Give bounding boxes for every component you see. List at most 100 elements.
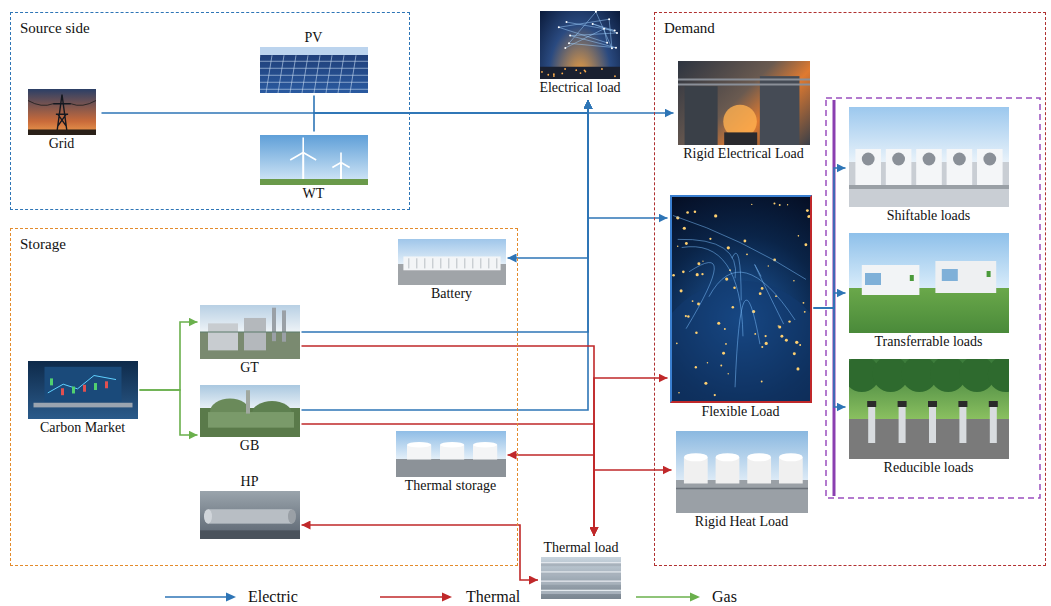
legend-label: Electric xyxy=(248,588,298,606)
component-label: WT xyxy=(303,186,325,202)
illustration xyxy=(849,233,1009,333)
group-region: Source sidePV GridWT xyxy=(10,12,410,210)
component-node: Thermal storage xyxy=(394,428,508,498)
component-node: HP xyxy=(198,470,302,542)
illustration xyxy=(541,557,621,599)
component-node: Flexible Load xyxy=(668,192,814,424)
component-label: GT xyxy=(240,360,259,376)
electric-connector xyxy=(314,100,588,132)
component-node: Thermal load xyxy=(538,536,624,602)
component-label: Thermal load xyxy=(543,540,618,556)
component-label: Grid xyxy=(49,136,75,152)
component-picture xyxy=(200,385,300,437)
electric-connector xyxy=(314,96,588,114)
component-label: Carbon Market xyxy=(40,420,125,436)
component-label: Battery xyxy=(431,286,472,302)
region-heading: Storage xyxy=(20,235,66,253)
component-picture xyxy=(849,107,1009,207)
thermal-connector xyxy=(594,378,668,536)
component-picture xyxy=(676,431,808,513)
illustration xyxy=(28,361,138,419)
gas-connector xyxy=(140,322,198,390)
component-picture xyxy=(200,305,300,359)
component-node: Electrical load xyxy=(530,8,630,100)
component-picture xyxy=(398,239,506,285)
illustration xyxy=(398,239,506,285)
component-node: GB xyxy=(198,382,302,458)
component-picture xyxy=(540,11,620,79)
illustration xyxy=(849,359,1009,459)
illustration xyxy=(672,197,810,401)
component-label: GB xyxy=(240,438,259,454)
component-label: Electrical load xyxy=(539,80,620,96)
illustration xyxy=(28,89,96,135)
component-picture xyxy=(541,557,621,599)
component-node: PV xyxy=(256,26,372,96)
legend-electric-head xyxy=(226,593,236,602)
component-node: WT xyxy=(256,132,372,206)
electric-connector xyxy=(102,100,589,113)
illustration xyxy=(260,135,368,185)
electric-connector xyxy=(588,100,674,113)
component-label: Reducible loads xyxy=(884,460,974,476)
component-label: Transferrable loads xyxy=(875,334,983,350)
component-label: Shiftable loads xyxy=(887,208,971,224)
thermal-connector xyxy=(508,455,595,536)
illustration xyxy=(396,431,506,477)
thermal-connector xyxy=(302,525,539,580)
illustration xyxy=(200,305,300,359)
legend-label: Thermal xyxy=(466,588,520,606)
illustration xyxy=(260,47,368,93)
region-heading: Source side xyxy=(20,19,90,37)
illustration xyxy=(200,385,300,437)
component-node: Rigid Heat Load xyxy=(672,428,812,534)
component-picture xyxy=(200,491,300,539)
illustration xyxy=(678,61,810,145)
component-picture xyxy=(260,47,368,93)
thermal-connector xyxy=(302,346,595,536)
electric-connector xyxy=(588,100,668,218)
illustration xyxy=(540,11,620,79)
electric-connector xyxy=(814,293,846,308)
component-label: Rigid Electrical Load xyxy=(683,146,804,162)
group-region: DemandRigid Electrical LoadFlexible Load… xyxy=(654,12,1046,566)
component-node: Transferrable loads xyxy=(846,230,1012,354)
component-picture xyxy=(396,431,506,477)
component-node: Shiftable loads xyxy=(846,104,1012,228)
component-node: Rigid Electrical Load xyxy=(674,58,814,166)
legend-thermal-head xyxy=(442,593,452,602)
component-label: Flexible Load xyxy=(701,404,779,420)
legend-gas-sample xyxy=(636,596,692,598)
component-node: Reducible loads xyxy=(846,356,1012,480)
legend-gas-head xyxy=(690,593,700,602)
electric-connector xyxy=(814,168,846,308)
thermal-connector xyxy=(302,424,595,536)
illustration xyxy=(849,107,1009,207)
component-picture xyxy=(849,359,1009,459)
legend-label: Gas xyxy=(712,588,737,606)
sub-group-frame xyxy=(826,98,1040,498)
component-label: Thermal storage xyxy=(405,478,496,494)
region-heading: Demand xyxy=(664,19,715,37)
component-label: PV xyxy=(305,30,323,46)
legend-electric-sample xyxy=(165,596,228,598)
component-picture xyxy=(678,61,810,145)
gas-connector xyxy=(140,390,198,435)
component-node: Grid xyxy=(22,86,102,156)
legend-thermal-sample xyxy=(380,596,444,598)
component-picture xyxy=(670,195,812,403)
component-picture xyxy=(28,89,96,135)
component-picture xyxy=(260,135,368,185)
illustration xyxy=(200,491,300,539)
component-node: GT xyxy=(198,302,302,380)
electric-connector xyxy=(508,100,589,258)
illustration xyxy=(676,431,808,513)
component-picture xyxy=(849,233,1009,333)
component-node: Carbon Market xyxy=(26,358,140,440)
group-region: StorageBatteryGT Carbon MarketGB Thermal s… xyxy=(10,228,518,566)
component-node: Battery xyxy=(396,236,508,306)
component-label: Rigid Heat Load xyxy=(695,514,788,530)
component-picture xyxy=(28,361,138,419)
thermal-connector xyxy=(594,470,672,536)
